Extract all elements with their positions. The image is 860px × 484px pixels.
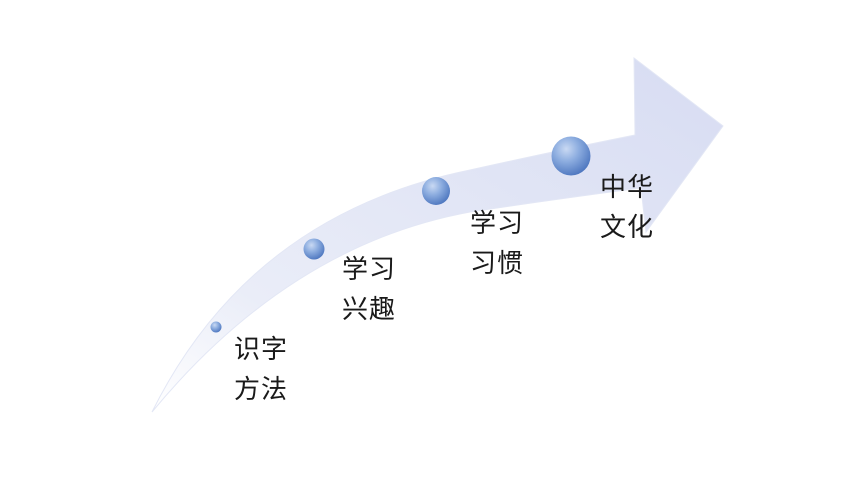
step-label-4-line-1: 中华 — [600, 173, 655, 203]
milestone-dot-1 — [210, 321, 222, 333]
step-label-4: 中华 文化 — [600, 168, 654, 248]
step-label-2: 学习 兴趣 — [342, 250, 396, 330]
milestone-dot-2 — [303, 238, 325, 260]
step-label-2-line-2: 兴趣 — [342, 295, 397, 325]
step-label-4-line-2: 文化 — [600, 213, 655, 243]
step-label-2-line-1: 学习 — [342, 255, 397, 285]
step-label-3-line-2: 习惯 — [470, 249, 525, 279]
step-label-3-line-1: 学习 — [470, 209, 525, 239]
step-label-1-line-2: 方法 — [234, 375, 289, 405]
step-label-3: 学习 习惯 — [470, 204, 524, 284]
step-label-1: 识字 方法 — [234, 330, 288, 410]
milestone-dot-4 — [551, 136, 591, 176]
step-label-1-line-1: 识字 — [234, 335, 289, 365]
milestone-dot-3 — [422, 177, 450, 205]
